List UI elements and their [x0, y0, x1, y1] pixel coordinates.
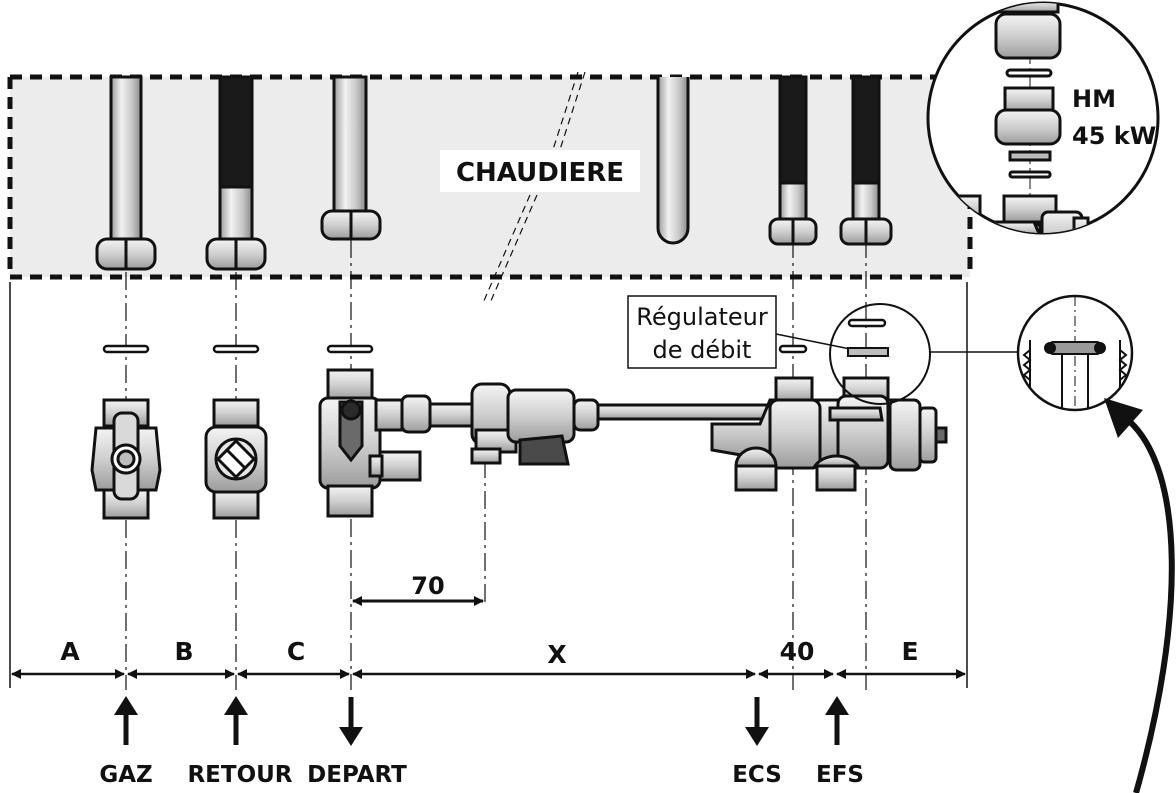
boiler-label: CHAUDIERE: [456, 158, 624, 188]
retour-valve: [204, 398, 268, 520]
pipe-nuts: [95, 209, 893, 271]
dim-x: X: [547, 640, 566, 669]
label-retour: RETOUR: [187, 762, 292, 788]
regulator-label-line1: Régulateur: [636, 303, 768, 331]
detail-arrow: [1104, 398, 1175, 793]
dimension-labels: A B C X 40 E: [60, 637, 918, 669]
dim-40: 40: [780, 637, 815, 666]
dim-b: B: [174, 637, 193, 666]
boundary-lines: [9, 282, 968, 688]
power-label: 45 kW: [1072, 122, 1156, 150]
dim-a: A: [60, 637, 80, 666]
regulator-detail-circle: [829, 303, 931, 405]
break-lines: [482, 71, 586, 304]
regulator-callout: Régulateur de débit: [627, 295, 1018, 405]
label-efs: EFS: [816, 762, 864, 788]
label-gaz: GAZ: [99, 762, 152, 788]
boiler-pipes: [109, 75, 881, 245]
gaz-valve: [90, 398, 162, 520]
gaskets: [102, 318, 887, 354]
flow-arrows: [114, 696, 849, 746]
boiler-label-bg: [440, 150, 640, 192]
label-depart: DEPART: [307, 762, 407, 788]
dim-70-label: 70: [411, 572, 444, 600]
depart-valve: [318, 368, 422, 518]
dim-e: E: [901, 637, 918, 666]
hm-label: HM: [1072, 85, 1116, 113]
dimension-70: 70: [352, 572, 484, 606]
regulator-inset: [1016, 294, 1134, 412]
regulator-label-line2: de débit: [653, 336, 752, 364]
manifold: [710, 376, 948, 492]
connection-labels: GAZ RETOUR DEPART ECS EFS: [99, 762, 864, 788]
boiler-zone: [7, 74, 973, 280]
dim-c: C: [287, 637, 305, 666]
label-ecs: ECS: [732, 762, 782, 788]
bypass-assembly: [374, 382, 830, 466]
